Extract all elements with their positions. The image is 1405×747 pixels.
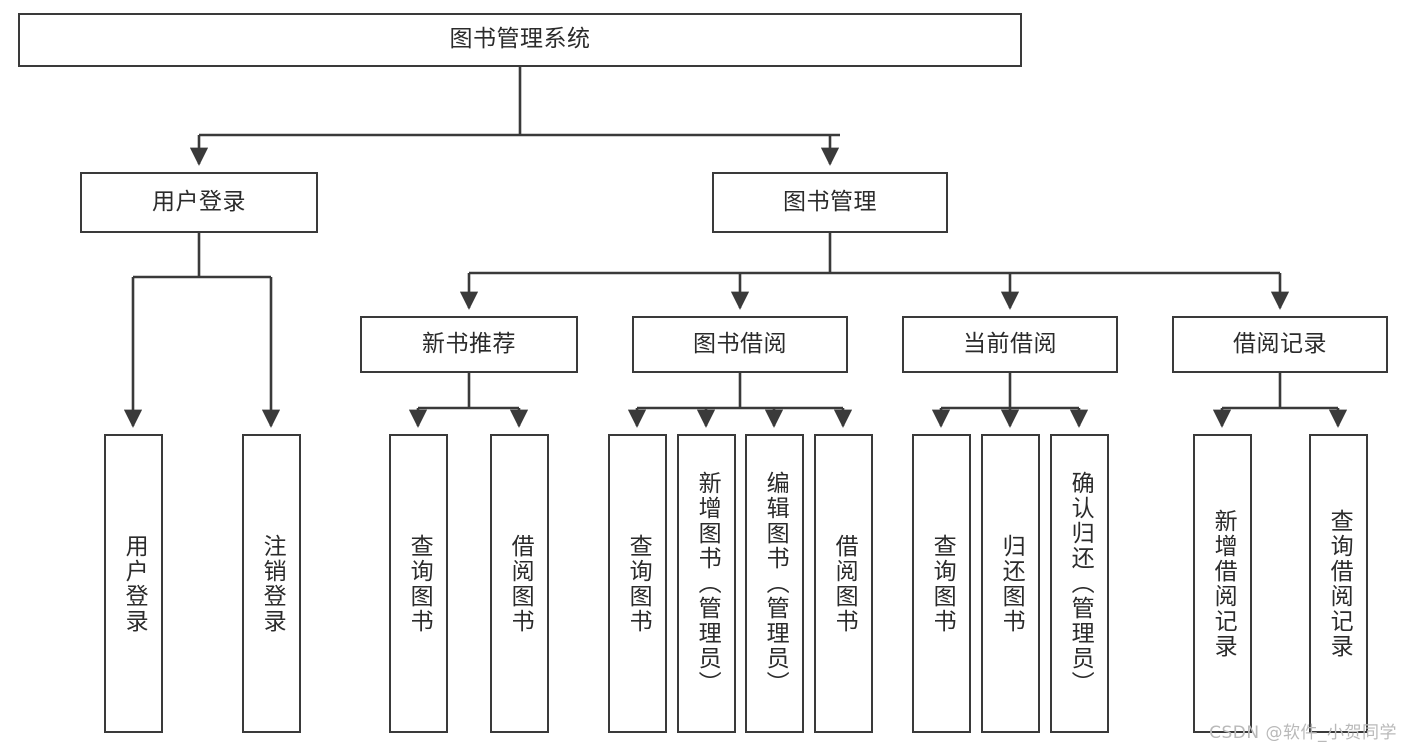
node-leaf-confirm-return[interactable]: 确认归还（管理员） <box>1050 434 1109 733</box>
node-leaf-borrow-book-2-label: 借阅图书 <box>831 533 858 634</box>
node-leaf-add-record-label: 新增借阅记录 <box>1210 508 1237 659</box>
node-book-borrow[interactable]: 图书借阅 <box>632 316 848 373</box>
node-leaf-borrow-book-1-label: 借阅图书 <box>507 533 534 634</box>
node-user-login-label: 用户登录 <box>152 188 246 215</box>
node-leaf-edit-book[interactable]: 编辑图书（管理员） <box>745 434 804 733</box>
node-borrow-record[interactable]: 借阅记录 <box>1172 316 1388 373</box>
node-leaf-query-book-2-label: 查询图书 <box>625 533 652 634</box>
node-leaf-add-book[interactable]: 新增图书（管理员） <box>677 434 736 733</box>
node-leaf-return-book-label: 归还图书 <box>998 533 1025 634</box>
node-leaf-query-book-1[interactable]: 查询图书 <box>389 434 448 733</box>
node-leaf-query-record-label: 查询借阅记录 <box>1326 508 1353 659</box>
node-leaf-logout-label: 注销登录 <box>259 533 286 634</box>
node-borrow-record-label: 借阅记录 <box>1233 330 1327 357</box>
node-leaf-return-book[interactable]: 归还图书 <box>981 434 1040 733</box>
node-leaf-query-book-1-label: 查询图书 <box>406 533 433 634</box>
node-leaf-query-book-2[interactable]: 查询图书 <box>608 434 667 733</box>
node-user-login[interactable]: 用户登录 <box>80 172 318 233</box>
node-new-book-recommend[interactable]: 新书推荐 <box>360 316 578 373</box>
node-root-label: 图书管理系统 <box>449 26 591 53</box>
node-leaf-borrow-book-1[interactable]: 借阅图书 <box>490 434 549 733</box>
watermark: CSDN @软件_小贺同学 <box>1209 723 1397 743</box>
node-current-borrow[interactable]: 当前借阅 <box>902 316 1118 373</box>
node-current-borrow-label: 当前借阅 <box>963 330 1057 357</box>
node-new-book-recommend-label: 新书推荐 <box>422 330 516 357</box>
node-leaf-add-record[interactable]: 新增借阅记录 <box>1193 434 1252 733</box>
node-leaf-confirm-return-label: 确认归还（管理员） <box>1067 471 1094 696</box>
node-book-management-label: 图书管理 <box>783 188 877 215</box>
node-leaf-borrow-book-2[interactable]: 借阅图书 <box>814 434 873 733</box>
node-leaf-user-login-label: 用户登录 <box>121 533 148 634</box>
node-leaf-logout[interactable]: 注销登录 <box>242 434 301 733</box>
node-leaf-user-login[interactable]: 用户登录 <box>104 434 163 733</box>
node-leaf-query-record[interactable]: 查询借阅记录 <box>1309 434 1368 733</box>
node-root[interactable]: 图书管理系统 <box>18 13 1022 67</box>
node-leaf-edit-book-label: 编辑图书（管理员） <box>762 471 789 696</box>
node-leaf-query-book-3[interactable]: 查询图书 <box>912 434 971 733</box>
node-leaf-query-book-3-label: 查询图书 <box>929 533 956 634</box>
node-leaf-add-book-label: 新增图书（管理员） <box>694 471 721 696</box>
node-book-management[interactable]: 图书管理 <box>712 172 948 233</box>
node-book-borrow-label: 图书借阅 <box>693 330 787 357</box>
